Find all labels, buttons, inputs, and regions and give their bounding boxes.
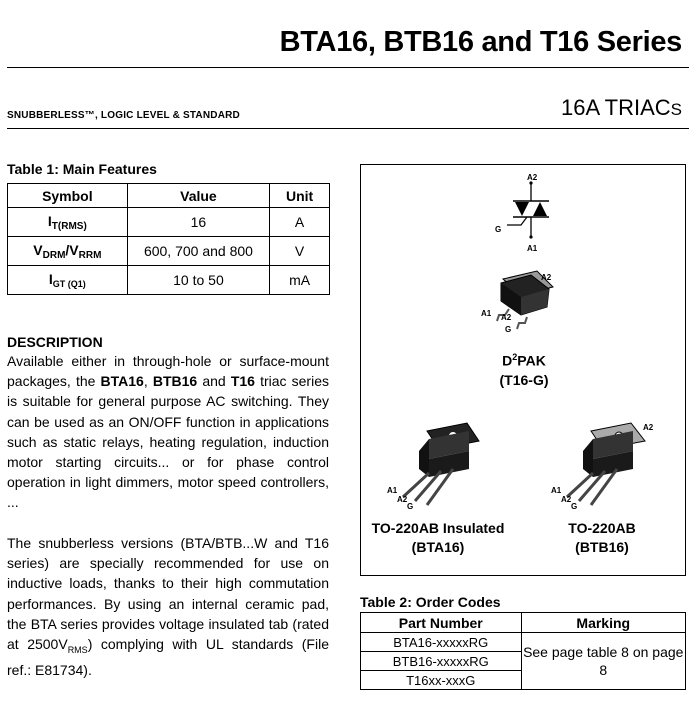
unit-cell: V bbox=[269, 236, 330, 266]
pin-label-g: G bbox=[571, 502, 578, 511]
to220-package-icon bbox=[565, 422, 646, 506]
unit-cell: A bbox=[269, 207, 330, 237]
table1-header-symbol: Symbol bbox=[7, 183, 128, 208]
marking-cell: See page table 8 on page 8 bbox=[520, 632, 686, 690]
desc-text: ) complying with UL standards (File ref.… bbox=[7, 636, 329, 679]
symbol-subscript: GT (Q1) bbox=[52, 279, 86, 289]
pin-label-a2: A2 bbox=[527, 173, 538, 182]
desc-text: triac series is suitable for general pur… bbox=[7, 373, 329, 511]
pin-label-a2: A2 bbox=[541, 273, 552, 282]
table2-header-marking: Marking bbox=[520, 612, 686, 633]
d2pak-name: D bbox=[502, 352, 513, 369]
document-title: BTA16, BTB16 and T16 Series bbox=[279, 26, 683, 58]
pin-label-a1: A1 bbox=[387, 486, 398, 495]
symbol-text: V bbox=[33, 241, 43, 258]
pin-label-a1: A1 bbox=[481, 309, 492, 318]
table2-header-part-number: Part Number bbox=[360, 612, 522, 633]
pin-label-g: G bbox=[505, 325, 512, 334]
pin-label-a1: A1 bbox=[527, 244, 538, 253]
document-subtitle: SNUBBERLESS™, LOGIC LEVEL & STANDARD bbox=[7, 110, 240, 121]
symbol-subscript: DRM bbox=[42, 249, 66, 261]
category-suffix: S bbox=[670, 100, 682, 119]
to220-name: TO-220AB bbox=[568, 520, 636, 536]
table1-row: VDRM/VRRM 600, 700 and 800 V bbox=[7, 236, 330, 266]
description-paragraph-1: Available either in through-hole or surf… bbox=[7, 351, 329, 513]
table2-row: T16xx-xxxG bbox=[360, 670, 686, 690]
description-heading: DESCRIPTION bbox=[7, 334, 103, 350]
symbol-text: I bbox=[47, 212, 52, 229]
value-cell: 16 bbox=[126, 207, 271, 237]
pin-label-a2: A2 bbox=[643, 423, 654, 432]
part-number-cell: T16xx-xxxG bbox=[360, 670, 522, 690]
desc-text: Available either in through-hole or surf… bbox=[7, 353, 329, 390]
table1-header-unit: Unit bbox=[269, 183, 330, 208]
unit-cell: mA bbox=[269, 265, 330, 295]
table1-row: IT(RMS) 16 A bbox=[7, 207, 330, 237]
to220-insulated-code: (BTA16) bbox=[411, 539, 465, 555]
product-category: 16A TRIACS bbox=[561, 95, 682, 121]
pin-label-a1: A1 bbox=[551, 486, 562, 495]
d2pak-package-icon bbox=[496, 270, 554, 330]
desc-subscript: RMS bbox=[67, 644, 88, 655]
main-features-table: Symbol Value Unit IT(RMS) 16 A VDRM/VRRM… bbox=[7, 183, 330, 295]
pin-label-a2: A2 bbox=[397, 495, 408, 504]
table2-caption: Table 2: Order Codes bbox=[360, 594, 501, 610]
header-rule bbox=[7, 67, 689, 68]
desc-text: and bbox=[197, 373, 231, 390]
description-paragraph-2: The snubberless versions (BTA/BTB...W an… bbox=[7, 533, 329, 680]
table2-row: BTA16-xxxxxRG See page table 8 on page 8 bbox=[360, 632, 686, 690]
desc-text: The snubberless versions (BTA/BTB...W an… bbox=[7, 535, 329, 653]
order-codes-table: Part Number Marking BTA16-xxxxxRG See pa… bbox=[360, 612, 686, 690]
symbol-text: I bbox=[48, 271, 53, 287]
to220-code: (BTB16) bbox=[575, 539, 629, 555]
desc-bold-t16: T16 bbox=[230, 373, 255, 390]
category-main: 16A TRIAC bbox=[561, 95, 671, 120]
desc-bold-btb16: BTB16 bbox=[152, 373, 198, 390]
subheader-rule bbox=[7, 128, 689, 129]
d2pak-superscript: 2 bbox=[512, 352, 518, 362]
symbol-text-2: /V bbox=[65, 241, 79, 258]
desc-text: , bbox=[143, 373, 153, 390]
symbol-subscript-2: RRM bbox=[78, 249, 102, 261]
d2pak-code: (T16-G) bbox=[499, 371, 549, 388]
part-number-cell: BTA16-xxxxxRG bbox=[360, 632, 522, 652]
package-figure-box: A2 A1 G A2 A1 A2 G D2PAK (T16-G) A1 A2 G bbox=[360, 164, 686, 576]
to220-label: TO-220AB (BTB16) bbox=[547, 519, 657, 557]
pin-label-a2: A2 bbox=[501, 313, 512, 322]
part-number-cell: BTB16-xxxxxRG bbox=[360, 651, 522, 671]
table1-row: IGT (Q1) 10 to 50 mA bbox=[7, 265, 330, 295]
symbol-cell: IT(RMS) bbox=[7, 207, 128, 237]
table1-header-row: Symbol Value Unit bbox=[7, 183, 330, 208]
symbol-cell: VDRM/VRRM bbox=[7, 236, 128, 266]
d2pak-name-2: PAK bbox=[517, 352, 546, 369]
pin-label-g: G bbox=[495, 225, 502, 234]
to220-insulated-package-icon bbox=[401, 422, 480, 506]
triac-symbol-icon bbox=[507, 181, 549, 239]
symbol-cell: IGT (Q1) bbox=[7, 265, 128, 295]
d2pak-label: D2PAK (T16-G) bbox=[441, 348, 607, 390]
table2-header-row: Part Number Marking bbox=[360, 612, 686, 633]
pin-label-g: G bbox=[407, 502, 414, 511]
to220-insulated-label: TO-220AB Insulated (BTA16) bbox=[363, 519, 513, 557]
value-cell: 10 to 50 bbox=[126, 265, 271, 295]
symbol-subscript: T(RMS) bbox=[51, 220, 87, 232]
table1-header-value: Value bbox=[126, 183, 271, 208]
to220-insulated-name: TO-220AB Insulated bbox=[371, 520, 505, 536]
value-cell: 600, 700 and 800 bbox=[126, 236, 271, 266]
desc-bold-bta16: BTA16 bbox=[100, 373, 144, 390]
pin-label-a2: A2 bbox=[561, 495, 572, 504]
table1-caption: Table 1: Main Features bbox=[7, 161, 157, 177]
